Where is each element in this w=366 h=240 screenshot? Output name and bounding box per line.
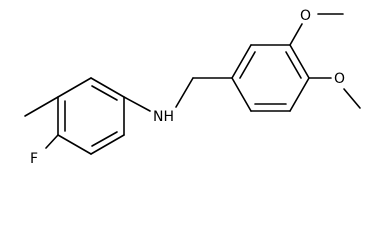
double-bond-inner: [91, 85, 118, 101]
bond: [289, 77, 310, 112]
bond: [57, 77, 92, 98]
bond: [289, 44, 310, 79]
aryl-nitrogen-bond: [123, 96, 151, 112]
bond: [90, 134, 125, 155]
bond: [90, 77, 125, 98]
double-bond-inner: [91, 131, 118, 147]
nitrogen-label: NH: [153, 109, 174, 125]
chemical-structure-diagram: F NH O O: [24, 8, 361, 167]
oxygen-bottom-label: O: [334, 71, 345, 87]
bond: [57, 134, 92, 155]
bond: [231, 77, 252, 112]
left-benzene-ring: [57, 77, 125, 155]
fluorine-bond: [45, 134, 59, 149]
methyl-bond: [24, 96, 59, 117]
double-bond-inner: [239, 51, 256, 79]
oxygen-top-ring-bond: [289, 23, 303, 46]
double-bond-inner: [285, 51, 302, 79]
nitrogen-ch2-bond: [175, 77, 194, 108]
right-benzene-ring: [231, 44, 310, 112]
fluorine-label: F: [30, 151, 38, 167]
oxygen-bottom-methyl-bond: [343, 88, 361, 109]
oxygen-top-label: O: [300, 8, 311, 24]
bond: [231, 44, 252, 79]
